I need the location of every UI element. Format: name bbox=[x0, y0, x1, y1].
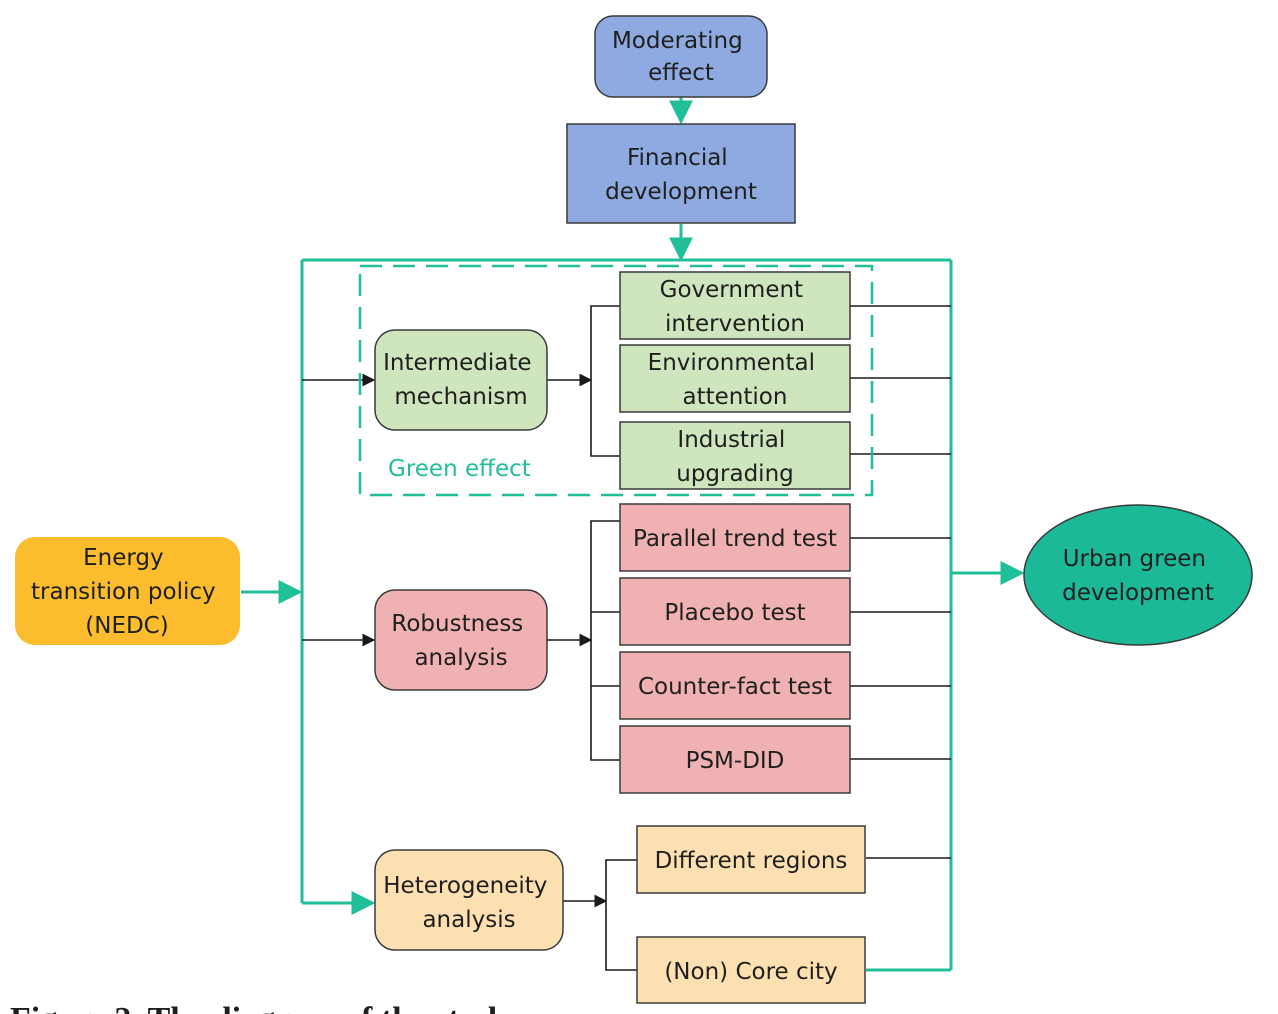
industrial-node: Industrial upgrading bbox=[619, 421, 851, 490]
placebo-node: Placebo test bbox=[619, 577, 851, 646]
heterogeneity-label: Heterogeneity analysis bbox=[383, 873, 554, 933]
government-label: Government intervention bbox=[660, 277, 811, 337]
counterfact-node: Counter-fact test bbox=[619, 651, 851, 720]
moderating-label: Moderating effect bbox=[612, 28, 750, 86]
robustness-label: Robustness analysis bbox=[391, 611, 530, 671]
energy-label: Energy transition policy (NEDC) bbox=[31, 545, 223, 639]
green-bracket bbox=[590, 305, 620, 457]
robustness-node: Robustness analysis bbox=[374, 589, 548, 691]
counterfact-label: Counter-fact test bbox=[638, 674, 832, 700]
financial-label: Financial development bbox=[605, 145, 757, 205]
parallel-label: Parallel trend test bbox=[633, 526, 837, 552]
black-connectors bbox=[302, 305, 951, 971]
core-label: (Non) Core city bbox=[664, 959, 837, 985]
intermediate-label: Intermediate mechanism bbox=[383, 350, 539, 410]
green-effect-label: Green effect bbox=[388, 456, 531, 482]
urban-node: Urban green development bbox=[1023, 504, 1253, 646]
energy-node: Energy transition policy (NEDC) bbox=[15, 537, 240, 645]
regions-node: Different regions bbox=[636, 825, 866, 894]
red-bracket bbox=[590, 520, 620, 761]
urban-label: Urban green development bbox=[1062, 546, 1214, 606]
environmental-node: Environmental attention bbox=[619, 344, 851, 413]
psm-label: PSM-DID bbox=[686, 748, 785, 774]
core-node: (Non) Core city bbox=[636, 936, 866, 1004]
moderating-node: Moderating effect bbox=[594, 15, 768, 98]
figure-caption: Figure 2. The diagram of the study bbox=[10, 1001, 514, 1014]
placebo-label: Placebo test bbox=[664, 600, 805, 626]
parallel-node: Parallel trend test bbox=[619, 503, 851, 572]
intermediate-node: Intermediate mechanism bbox=[374, 329, 548, 431]
psm-node: PSM-DID bbox=[619, 725, 851, 794]
environmental-label: Environmental attention bbox=[648, 350, 823, 410]
industrial-label: Industrial upgrading bbox=[676, 427, 794, 487]
green-effect-frame bbox=[358, 264, 874, 497]
heterogeneity-node: Heterogeneity analysis bbox=[374, 849, 564, 951]
regions-label: Different regions bbox=[655, 848, 848, 874]
government-node: Government intervention bbox=[619, 271, 851, 340]
financial-node: Financial development bbox=[566, 123, 796, 224]
peach-bracket bbox=[605, 859, 637, 971]
